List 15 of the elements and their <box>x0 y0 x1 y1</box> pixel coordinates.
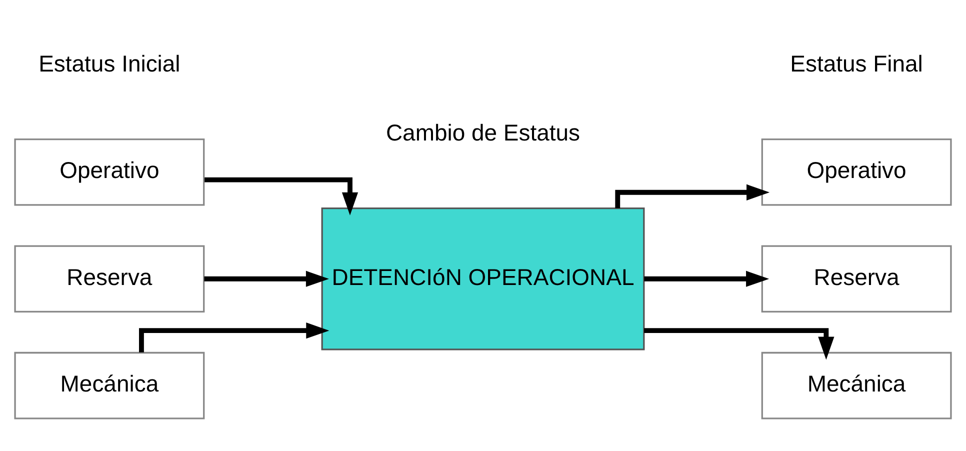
arrow <box>644 328 834 360</box>
arrow <box>615 184 770 208</box>
arrow <box>644 270 770 287</box>
node-box: Operativo <box>14 138 205 206</box>
label: Cambio de Estatus <box>386 119 580 146</box>
arrow <box>204 270 329 287</box>
label: Estatus Inicial <box>38 50 180 76</box>
node-box: Mecánica <box>761 352 952 420</box>
node-box: DETENCIóN OPERACIONAL <box>321 207 645 350</box>
node-box: Reserva <box>14 245 205 313</box>
label: Estatus Final <box>790 50 923 76</box>
arrow <box>204 177 358 216</box>
node-box: Operativo <box>761 138 952 206</box>
node-box: Reserva <box>761 245 952 313</box>
node-box: Mecánica <box>14 352 205 420</box>
